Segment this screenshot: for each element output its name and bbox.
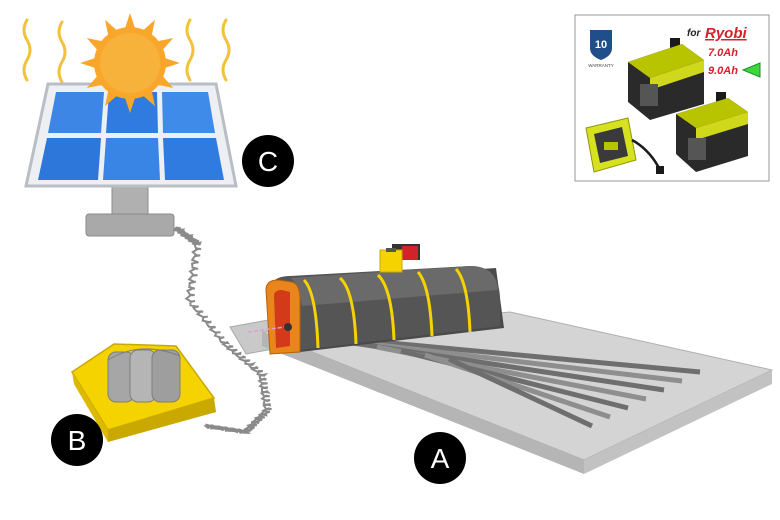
arrow-left-icon — [741, 62, 761, 78]
warranty-shield-icon: 10 WARRANTY — [588, 30, 614, 68]
for-text: for — [687, 28, 701, 39]
label-c: C — [242, 135, 294, 187]
sun-ray — [124, 96, 136, 113]
battery-icon — [628, 38, 704, 120]
solar-panel-icon — [24, 82, 238, 237]
warranty-text: WARRANTY — [588, 63, 614, 68]
label-b-text: B — [68, 425, 87, 456]
heat-waves — [22, 18, 231, 84]
sun-icon — [80, 13, 180, 113]
label-c-text: C — [258, 146, 278, 177]
robot-tunnel-icon — [247, 244, 504, 355]
label-b: B — [51, 414, 103, 466]
label-a: A — [414, 432, 466, 484]
sun-ray — [80, 57, 97, 69]
robot-base-icon — [70, 343, 216, 442]
rail-bar — [447, 356, 594, 429]
charger-icon — [585, 117, 664, 174]
capacity-2-text: 9.0Ah — [708, 65, 738, 77]
battery-icon — [676, 92, 748, 172]
sun-ray — [163, 57, 180, 69]
sun-ray — [124, 13, 136, 30]
battery-inset: 10 WARRANTY for Ryobi 7.0Ah 9.0Ah — [574, 14, 770, 182]
capacity-1-text: 7.0Ah — [708, 47, 738, 59]
rail-track-icon — [229, 311, 774, 474]
rail-bar — [424, 352, 611, 420]
coiled-cable-icon — [172, 226, 272, 435]
label-a-text: A — [431, 443, 450, 474]
warranty-number: 10 — [595, 39, 607, 51]
brand-text: Ryobi — [705, 25, 748, 42]
